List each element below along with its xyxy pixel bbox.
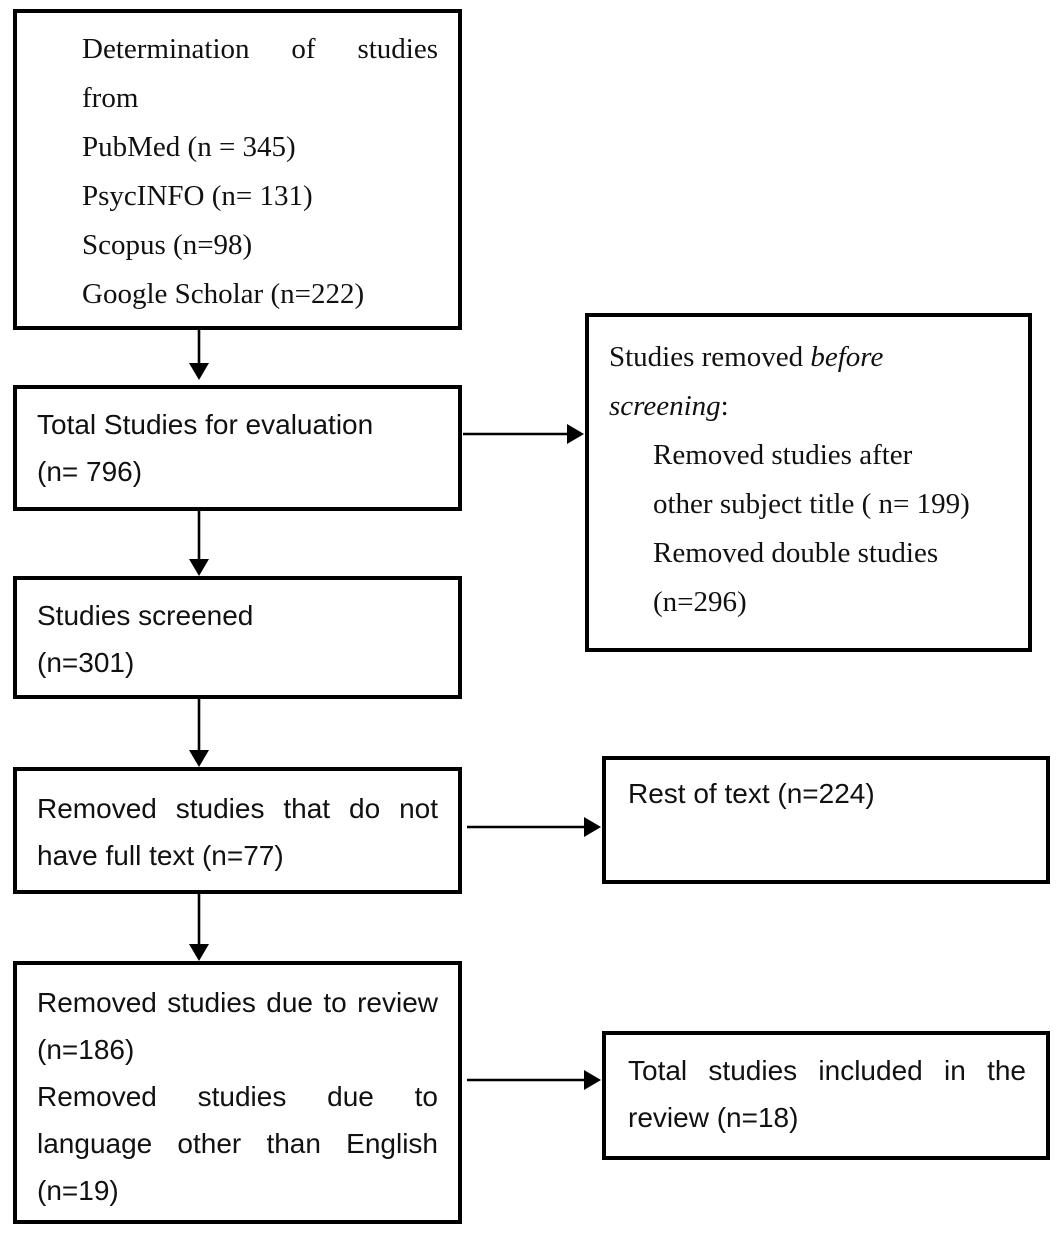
identification-box: Determination of studies from PubMed (n … <box>13 9 462 330</box>
arrow-head <box>189 944 209 961</box>
before-screening-line-6: (n=296) <box>653 586 747 618</box>
identification-line-scopus: Scopus (n=98) <box>82 229 253 261</box>
arrow-screened-to-fulltext <box>189 699 209 767</box>
identification-line-psycinfo: PsycINFO (n= 131) <box>82 180 313 212</box>
final-exclusions-box: Removed studies due to review (n=186) Re… <box>13 961 462 1224</box>
rest-of-text-line-1: Rest of text (n=224) <box>628 778 875 809</box>
included-line-2: review (n=18) <box>628 1102 799 1133</box>
title-roman-text: Studies removed <box>609 341 811 373</box>
arrow-head <box>584 1070 601 1090</box>
final-exclusions-line-1: Removed studies due to review <box>37 987 438 1018</box>
identification-line-2: from <box>82 82 139 114</box>
final-exclusions-line-5: (n=19) <box>37 1175 119 1206</box>
identification-line-1: Determination of studies <box>82 33 438 65</box>
arrow-head <box>567 424 584 444</box>
arrow-fulltext-to-final <box>189 894 209 961</box>
before-screening-title-line-1: Studies removed before <box>609 333 1004 382</box>
studies-screened-box: Studies screened (n=301) <box>13 576 462 699</box>
final-exclusions-line-2: (n=186) <box>37 1034 135 1065</box>
arrow-head <box>189 363 209 380</box>
fulltext-line-1: Removed studies that do not <box>37 793 438 824</box>
total-included-box: Total studies included in the review (n=… <box>602 1031 1050 1160</box>
no-full-text-box: Removed studies that do not have full te… <box>13 767 462 894</box>
title-italic-text: before <box>810 341 884 373</box>
final-exclusions-line-3: Removed studies due to <box>37 1081 438 1112</box>
title-colon: : <box>720 390 729 422</box>
arrow-final-to-included <box>467 1070 601 1090</box>
arrow-head <box>189 750 209 767</box>
screened-line-2: (n=301) <box>37 647 135 678</box>
final-exclusions-line-4: language other than English <box>37 1128 438 1159</box>
evaluation-line-2: (n= 796) <box>37 456 143 487</box>
before-screening-line-4: other subject title ( n= 199) <box>653 488 970 520</box>
before-screening-title-line-2: screening: <box>609 382 1004 431</box>
removed-before-screening-box: Studies removed before screening: Remove… <box>585 313 1032 652</box>
total-evaluation-box: Total Studies for evaluation (n= 796) <box>13 385 462 511</box>
screened-line-1: Studies screened <box>37 600 254 631</box>
title-italic-text-2: screening <box>609 390 721 422</box>
arrow-evaluation-to-screened <box>189 511 209 576</box>
arrow-fulltext-to-rest <box>467 817 601 837</box>
arrow-head <box>584 817 601 837</box>
fulltext-line-2: have full text (n=77) <box>37 840 284 871</box>
before-screening-line-5: Removed double studies <box>653 537 939 569</box>
included-line-1: Total studies included in the <box>628 1055 1026 1086</box>
before-screening-line-3: Removed studies after <box>653 439 913 471</box>
evaluation-line-1: Total Studies for evaluation <box>37 409 374 440</box>
identification-line-pubmed: PubMed (n = 345) <box>82 131 296 163</box>
identification-line-google-scholar: Google Scholar (n=222) <box>82 278 365 310</box>
arrow-head <box>189 559 209 576</box>
arrow-identification-to-evaluation <box>189 330 209 380</box>
arrow-evaluation-to-before-screening <box>463 424 584 444</box>
rest-of-text-box: Rest of text (n=224) <box>602 756 1050 884</box>
